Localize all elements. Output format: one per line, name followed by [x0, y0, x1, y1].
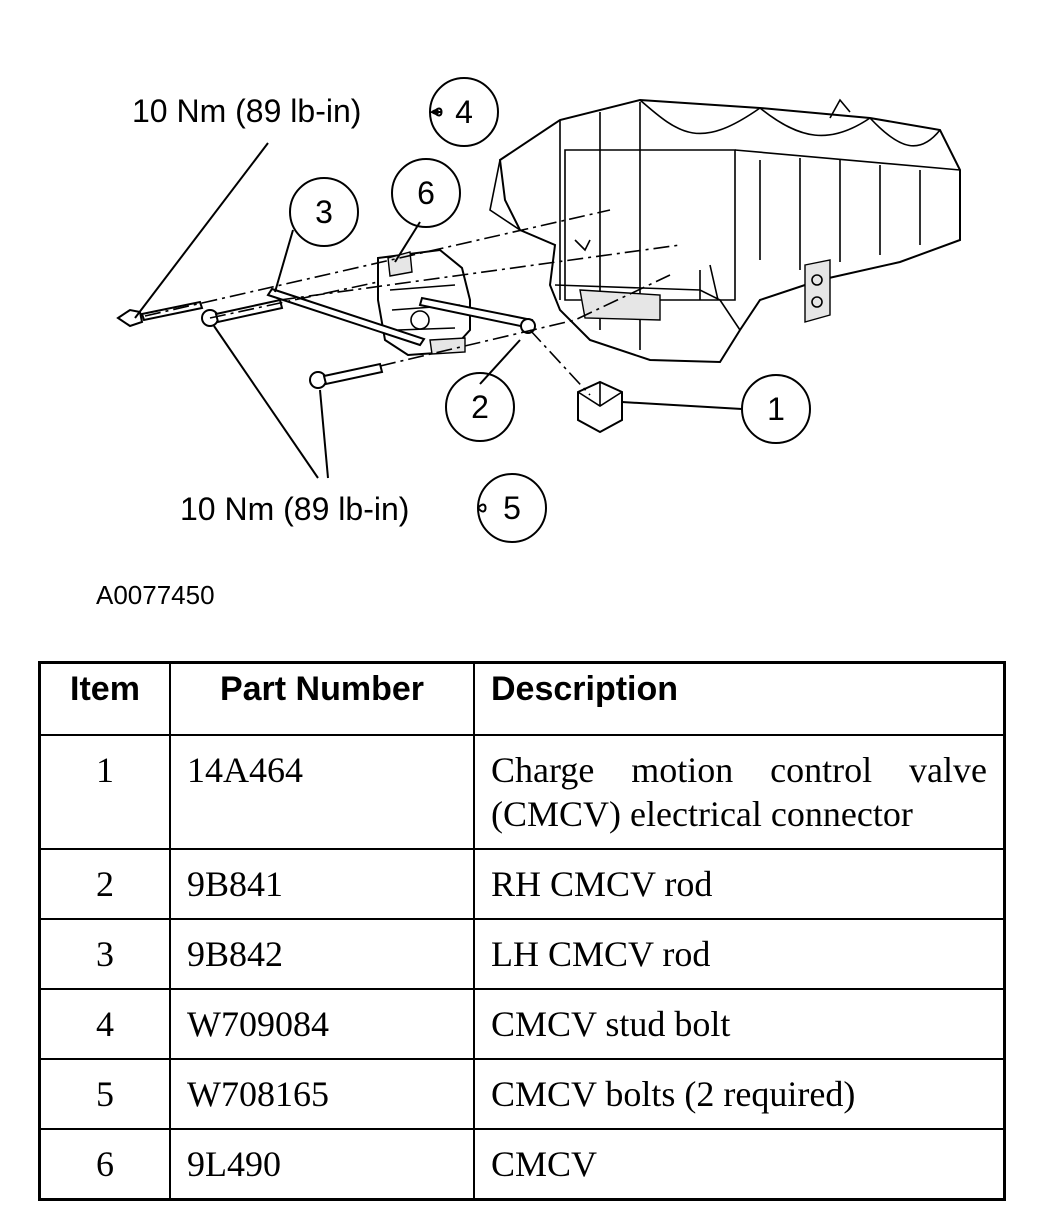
table-row: 3 9B842 LH CMCV rod: [38, 918, 1006, 990]
cell-part-number: 9B842: [169, 918, 475, 990]
cell-item: 2: [38, 848, 171, 920]
cell-description: CMCV bolts (2 required): [473, 1058, 1006, 1130]
cell-description: Charge motion control valve (CMCV) elect…: [473, 734, 1006, 850]
cell-item: 6: [38, 1128, 171, 1201]
parts-table: Item Part Number Description 1 14A464 Ch…: [38, 661, 1006, 1201]
table-row: 4 W709084 CMCV stud bolt: [38, 988, 1006, 1060]
intake-manifold: [489, 98, 961, 364]
callout-1: 1: [741, 374, 811, 444]
callout-4: 4: [429, 77, 499, 147]
cell-description: RH CMCV rod: [473, 848, 1006, 920]
callout-6: 6: [391, 158, 461, 228]
cell-part-number: W709084: [169, 988, 475, 1060]
table-row: 2 9B841 RH CMCV rod: [38, 848, 1006, 920]
header-part-number: Part Number: [169, 661, 475, 736]
cell-item: 1: [38, 734, 171, 850]
table-row: 5 W708165 CMCV bolts (2 required): [38, 1058, 1006, 1130]
cell-part-number: 14A464: [169, 734, 475, 850]
cell-part-number: W708165: [169, 1058, 475, 1130]
header-description: Description: [473, 661, 1006, 736]
table-row: 6 9L490 CMCV: [38, 1128, 1006, 1201]
svg-text:6: 6: [417, 175, 435, 211]
table-header-row: Item Part Number Description: [38, 661, 1006, 736]
cmcv-bolt-lower: [309, 362, 384, 389]
header-item: Item: [38, 661, 171, 736]
cmcv-stud-bolt: [116, 300, 204, 328]
cell-part-number: 9B841: [169, 848, 475, 920]
cell-part-number: 9L490: [169, 1128, 475, 1201]
cell-description: CMCV: [473, 1128, 1006, 1201]
table-row: 1 14A464 Charge motion control valve (CM…: [38, 734, 1006, 850]
figure-id: A0077450: [96, 580, 215, 610]
svg-text:5: 5: [503, 490, 521, 526]
svg-text:2: 2: [471, 389, 489, 425]
lh-cmcv-rod: [266, 287, 426, 347]
cell-item: 3: [38, 918, 171, 990]
torque-label-4: 10 Nm (89 lb-in): [132, 93, 361, 129]
svg-text:3: 3: [315, 194, 333, 230]
exploded-view-diagram: 1 2 3 4 5 6 10 Nm (89 lb-in) 10 Nm (89 l…: [96, 77, 961, 610]
svg-text:1: 1: [767, 391, 785, 427]
cell-item: 5: [38, 1058, 171, 1130]
callout-3: 3: [289, 177, 359, 247]
callout-5: 5: [477, 473, 547, 543]
torque-label-5: 10 Nm (89 lb-in): [180, 491, 409, 527]
svg-text:4: 4: [455, 94, 473, 130]
cell-description: LH CMCV rod: [473, 918, 1006, 990]
callout-2: 2: [445, 372, 515, 442]
cell-description: CMCV stud bolt: [473, 988, 1006, 1060]
cell-item: 4: [38, 988, 171, 1060]
cmcv-bolt-upper: [201, 298, 284, 327]
